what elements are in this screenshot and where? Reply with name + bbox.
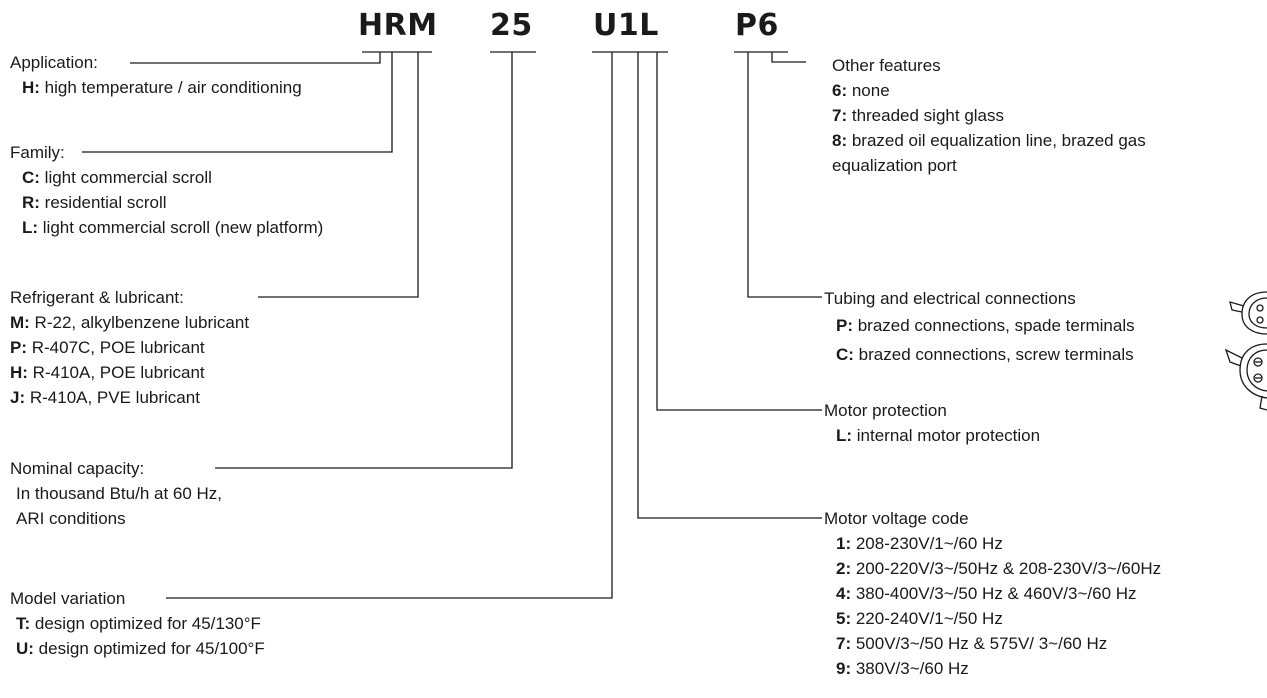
other-features-item: 6: none [832,81,890,100]
motor-voltage-block: Motor voltage code 1: 208-230V/1~/60 Hz … [824,506,1161,681]
model-variation-heading: Model variation [10,589,126,608]
other-features-item: 7: threaded sight glass [832,106,1005,125]
refrigerant-heading: Refrigerant & lubricant: [10,288,184,307]
leader-capacity [215,52,513,469]
model-variation-item: T: design optimized for 45/130°F [16,614,261,633]
capacity-line: In thousand Btu/h at 60 Hz, [16,484,223,503]
leader-motor-protection [656,52,822,411]
leader-model-variation [166,52,613,599]
application-item: H: high temperature / air conditioning [22,78,302,97]
tubing-item: C: brazed connections, screw terminals [836,345,1134,364]
family-item: L: light commercial scroll (new platform… [22,218,324,237]
motor-protection-heading: Motor protection [824,401,947,420]
leader-application [130,52,381,64]
motor-voltage-item: 1: 208-230V/1~/60 Hz [836,534,1003,553]
model-variation-block: Model variation T: design optimized for … [10,586,265,661]
family-item: R: residential scroll [22,193,167,212]
capacity-block: Nominal capacity: In thousand Btu/h at 6… [10,456,222,531]
capacity-heading: Nominal capacity: [10,459,145,478]
motor-voltage-heading: Motor voltage code [824,509,969,528]
leader-refrigerant [258,52,419,298]
other-features-heading: Other features [832,56,941,75]
motor-protection-item: L: internal motor protection [836,426,1041,445]
family-item: C: light commercial scroll [22,168,212,187]
motor-voltage-item: 7: 500V/3~/50 Hz & 575V/ 3~/60 Hz [836,634,1108,653]
code-u1l: U1L [593,8,659,43]
refrigerant-item: H: R-410A, POE lubricant [10,363,205,382]
application-heading: Application: [10,53,98,72]
refrigerant-item: M: R-22, alkylbenzene lubricant [10,313,250,332]
leader-other-features [771,52,806,63]
refrigerant-block: Refrigerant & lubricant: M: R-22, alkylb… [10,285,249,410]
code-hrm: HRM [358,8,438,43]
motor-protection-block: Motor protection L: internal motor prote… [824,398,1040,448]
capacity-line: ARI conditions [16,509,126,528]
model-variation-item: U: design optimized for 45/100°F [16,639,265,658]
code-25: 25 [490,8,533,43]
other-features-item: 8: brazed oil equalization line, brazed … [832,131,1146,150]
tubing-item: P: brazed connections, spade terminals [836,316,1135,335]
terminal-connection-icons [1224,291,1267,411]
refrigerant-item: J: R-410A, PVE lubricant [10,388,200,407]
motor-voltage-item: 9: 380V/3~/60 Hz [836,659,969,678]
leader-family [82,52,393,153]
tubing-block: Tubing and electrical connections P: bra… [824,286,1135,369]
code-p6: P6 [735,8,779,43]
motor-voltage-item: 5: 220-240V/1~/50 Hz [836,609,1003,628]
motor-voltage-item: 4: 380-400V/3~/50 Hz & 460V/3~/60 Hz [836,584,1137,603]
other-features-block: Other features 6: none 7: threaded sight… [832,53,1146,178]
application-block: Application: H: high temperature / air c… [10,50,302,100]
motor-voltage-item: 2: 200-220V/3~/50Hz & 208-230V/3~/60Hz [836,559,1162,578]
screw-terminal-icon [1224,343,1267,411]
spade-terminal-icon [1229,291,1267,335]
leader-tubing [747,52,822,298]
family-heading: Family: [10,143,65,162]
other-features-continuation: equalization port [832,156,957,175]
family-block: Family: C: light commercial scroll R: re… [10,140,323,240]
leader-motor-voltage [637,52,822,519]
tubing-heading: Tubing and electrical connections [824,289,1076,308]
refrigerant-item: P: R-407C, POE lubricant [10,338,205,357]
